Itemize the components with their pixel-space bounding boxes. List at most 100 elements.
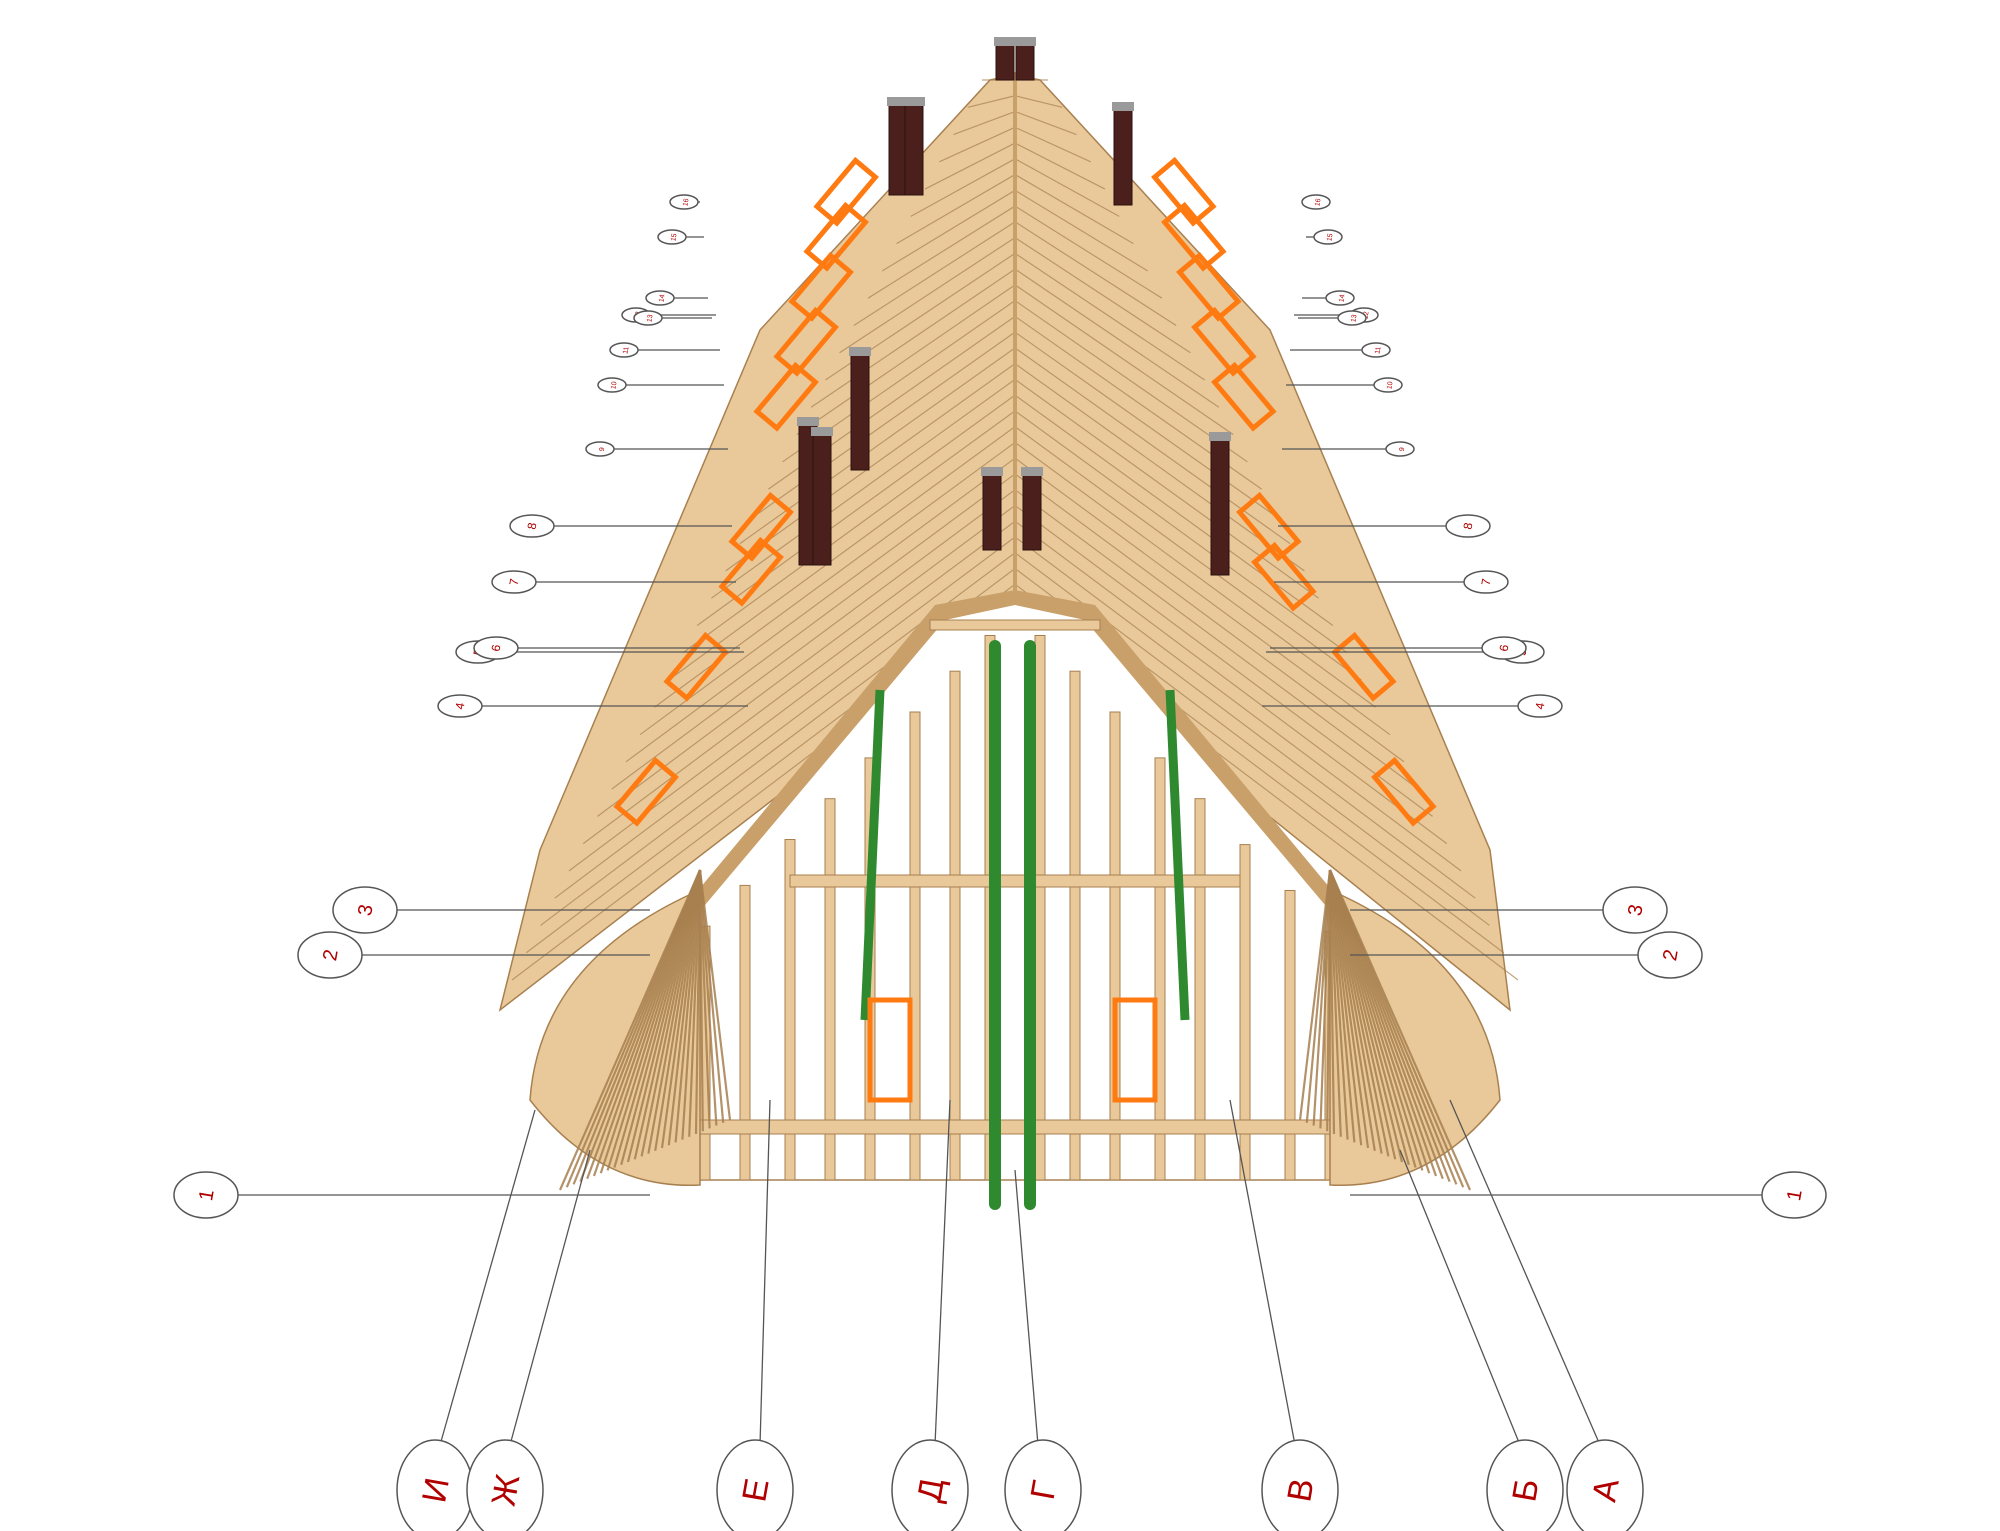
- diagonal-brace: [860, 689, 885, 1021]
- axis-marker-5: В: [1261, 1439, 1339, 1531]
- chimney: [904, 104, 924, 196]
- roof-window: [1211, 361, 1277, 432]
- axis-marker-6: Б: [1486, 1439, 1564, 1531]
- rafter-right: [1014, 331, 1277, 517]
- roof-window: [1151, 156, 1217, 227]
- row-marker-label: 10: [1386, 381, 1394, 390]
- rafter-right: [1014, 520, 1448, 845]
- wall-stud: [1194, 798, 1206, 1181]
- row-marker-label: 8: [1461, 521, 1476, 530]
- fan-rafter: [1328, 869, 1342, 1137]
- rafter-left: [711, 378, 1016, 599]
- row-marker-r-15: 15: [1313, 229, 1343, 245]
- vent-pipe: [1024, 640, 1036, 1210]
- rafter-right: [1014, 284, 1234, 436]
- row-marker-bubble: [297, 931, 363, 979]
- row-marker-l-8: 8: [509, 514, 555, 538]
- fan-rafter: [1328, 869, 1356, 1143]
- wall-stud: [739, 884, 751, 1181]
- fan-rafter: [1326, 869, 1332, 1132]
- mid-plate: [789, 874, 1241, 888]
- rafter-left: [953, 110, 1016, 136]
- roof-window: [1191, 306, 1257, 377]
- row-marker-r-7: 7: [1463, 570, 1509, 594]
- row-marker-label: 2: [319, 948, 343, 963]
- axis-leader: [1399, 1149, 1521, 1446]
- rafter-left: [611, 489, 1016, 790]
- rafter-right: [1014, 158, 1120, 217]
- rafter-left: [582, 520, 1016, 845]
- row-marker-r-10: 10: [1373, 377, 1403, 393]
- chimney: [888, 104, 908, 196]
- wall-stud: [1109, 711, 1121, 1181]
- axis-marker-bubble: [716, 1439, 794, 1531]
- row-marker-l-4: 4: [437, 694, 483, 718]
- diagonal-brace: [1165, 689, 1190, 1021]
- rafter-left: [682, 410, 1016, 654]
- roof-window: [813, 156, 879, 227]
- row-marker-l-2: 2: [297, 931, 363, 979]
- wall-stud: [909, 711, 921, 1181]
- rafter-right: [1014, 95, 1063, 108]
- row-marker-l-16: 16: [669, 194, 699, 210]
- wall-stud: [824, 798, 836, 1181]
- rafter-left: [896, 174, 1016, 245]
- fan-rafter: [698, 869, 711, 1129]
- rafter-left: [839, 237, 1016, 354]
- roof-window: [1371, 756, 1437, 827]
- row-marker-r-4: 4: [1517, 694, 1563, 718]
- axis-marker-bubble: [466, 1439, 544, 1531]
- window-frame: [867, 997, 913, 1103]
- row-marker-label: 7: [507, 577, 522, 586]
- row-marker-bubble: [657, 229, 687, 245]
- rafter-left: [597, 504, 1016, 817]
- row-marker-r-2: 2: [1637, 931, 1703, 979]
- row-marker-bubble: [1385, 441, 1415, 457]
- row-marker-bubble: [1517, 694, 1563, 718]
- rafter-left: [924, 142, 1016, 190]
- row-marker-label: 9: [599, 447, 607, 452]
- roof-window: [663, 631, 729, 702]
- row-marker-l-1: 1: [173, 1171, 239, 1219]
- leader-lines: [238, 201, 1762, 1446]
- rafter-left: [668, 426, 1016, 681]
- chimney-cap: [1112, 102, 1134, 111]
- fan-rafter: [674, 869, 702, 1143]
- roof-window: [1176, 251, 1242, 322]
- axis-marker-bubble: [1566, 1439, 1644, 1531]
- row-marker-bubble: [437, 694, 483, 718]
- row-marker-label: 11: [622, 346, 630, 354]
- rafter-left: [810, 268, 1016, 408]
- chimney: [1113, 109, 1133, 206]
- row-marker-l-9: 9: [585, 441, 615, 457]
- row-marker-r-6: 6: [1481, 636, 1527, 660]
- gable-rafter-left: [690, 590, 1015, 905]
- rafter-right: [1014, 363, 1305, 572]
- row-marker-bubble: [1637, 931, 1703, 979]
- roof-window: [718, 536, 784, 607]
- rafter-left: [967, 95, 1016, 108]
- row-marker-label: 14: [658, 294, 666, 303]
- rafter-right: [1014, 110, 1077, 136]
- row-marker-bubble: [669, 194, 699, 210]
- fan-rafter: [1319, 869, 1332, 1129]
- row-marker-label: 6: [1497, 643, 1512, 652]
- row-marker-label: 11: [1374, 346, 1382, 354]
- chimney-cap: [1021, 467, 1043, 476]
- axis-marker-bubble: [1004, 1439, 1082, 1531]
- axis-marker-4: Г: [1004, 1439, 1082, 1531]
- row-marker-bubble: [1301, 194, 1331, 210]
- fan-rafter: [1328, 869, 1336, 1135]
- row-marker-l-14: 14: [645, 290, 675, 306]
- row-marker-r-8: 8: [1445, 514, 1491, 538]
- rafter-right: [1014, 189, 1149, 272]
- chimney-cap: [1209, 432, 1231, 441]
- wall-stud: [949, 670, 961, 1181]
- row-marker-label: 9: [1399, 447, 1407, 452]
- rafter-right: [1014, 252, 1205, 381]
- roof-window: [803, 201, 869, 272]
- axis-leader: [1229, 1099, 1296, 1446]
- rafter-right: [1014, 268, 1220, 408]
- row-marker-label: 8: [525, 521, 540, 530]
